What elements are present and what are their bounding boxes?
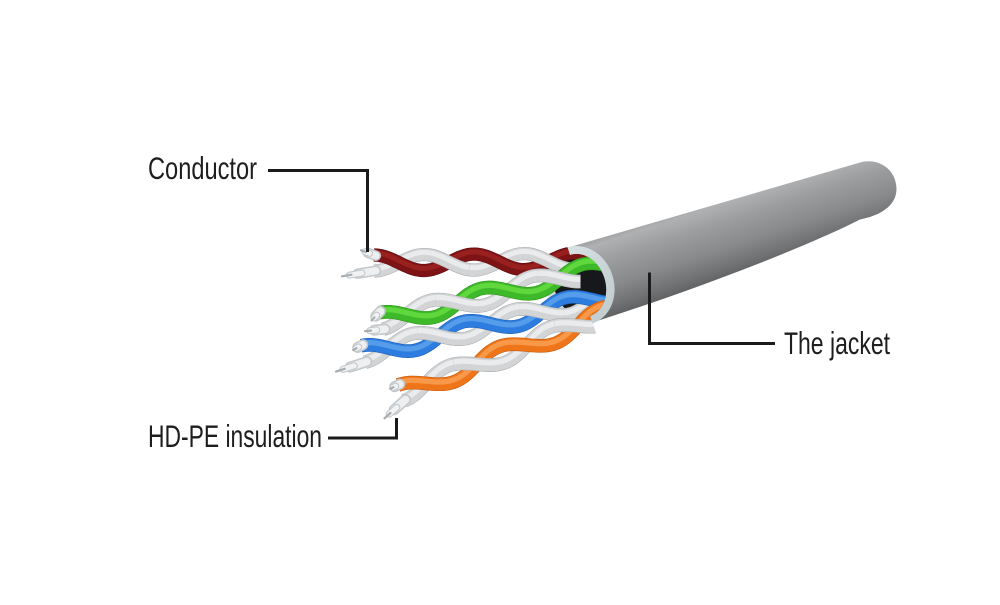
- svg-text:Conductor: Conductor: [148, 150, 257, 186]
- svg-text:HD-PE insulation: HD-PE insulation: [148, 418, 322, 454]
- svg-text:The jacket: The jacket: [784, 325, 890, 361]
